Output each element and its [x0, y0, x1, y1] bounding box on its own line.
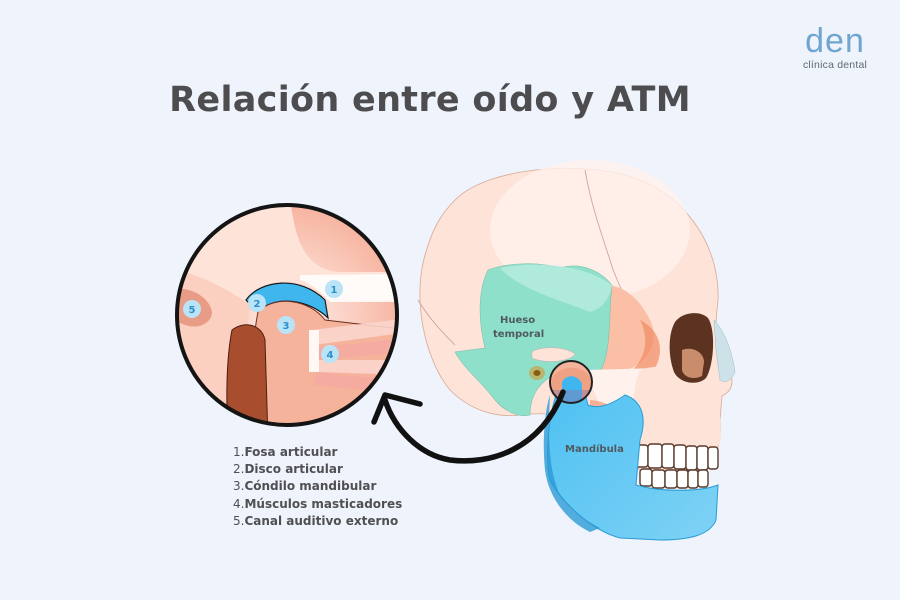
badge-5: 5 [183, 300, 201, 318]
legend-item: 4.Músculos masticadores [233, 496, 403, 511]
legend-list: 1.Fosa articular 2.Disco articular 3.Cón… [233, 444, 402, 530]
legend-item: 5.Canal auditivo externo [233, 513, 399, 528]
curved-arrow-icon [371, 389, 566, 464]
svg-text:1: 1 [331, 285, 338, 296]
upper-teeth [634, 443, 719, 471]
badge-3: 3 [277, 316, 295, 334]
logo-tagline: clínica dental [802, 59, 868, 71]
legend-item: 2.Disco articular [233, 462, 343, 477]
brand-logo: den clínica dental [790, 24, 880, 71]
legend-item: 1.Fosa articular [233, 445, 338, 459]
skull-illustration: Mandíbula Hueso temporal [417, 160, 736, 541]
temporal-bone-label-line1: Hueso [500, 315, 535, 326]
svg-text:2: 2 [254, 299, 261, 310]
legend-item: 3.Cóndilo mandibular [233, 479, 377, 494]
temporal-bone-label-line2: temporal [493, 329, 544, 340]
page-title: Relación entre oído y ATM [169, 80, 691, 120]
svg-text:4: 4 [327, 350, 334, 361]
badge-2: 2 [248, 294, 266, 312]
tmj-zoom-detail: 1 2 3 4 5 [175, 203, 399, 427]
svg-text:3: 3 [283, 321, 290, 332]
svg-text:5: 5 [189, 305, 196, 316]
mandible-label: Mandíbula [565, 443, 624, 455]
badge-1: 1 [325, 280, 343, 298]
logo-wordmark: den [805, 22, 865, 60]
lower-teeth [639, 468, 709, 489]
badge-4: 4 [321, 345, 339, 363]
